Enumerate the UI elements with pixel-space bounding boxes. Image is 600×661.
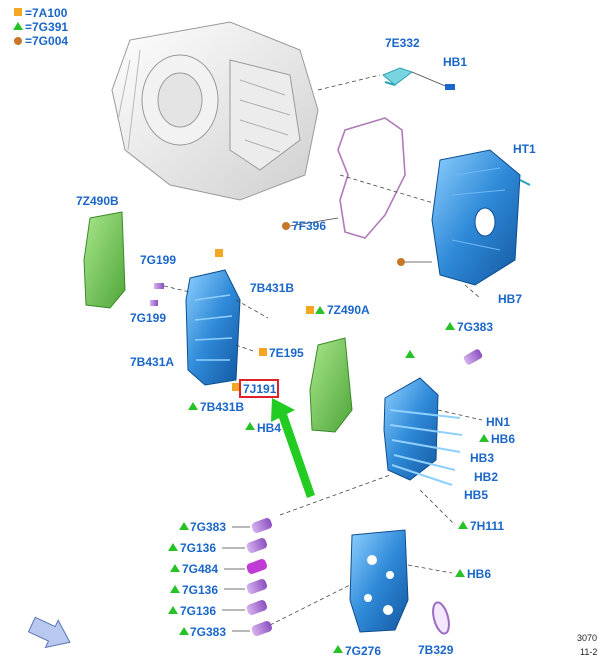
marker-triangle-icon [168,606,178,614]
marker-triangle-icon [245,422,255,430]
solenoid-7G199-upper [154,283,164,289]
label-7G484: 7G484 [182,562,218,576]
marker-triangle-icon [188,402,198,410]
label-HB1: HB1 [443,55,467,69]
label-HB6-lower: HB6 [467,567,491,581]
marker-triangle-icon [333,645,343,653]
label-HB3: HB3 [470,451,494,465]
label-7B431A: 7B431A [130,355,174,369]
label-7J191: 7J191 [243,382,277,396]
legend-square-code: =7A100 [25,6,68,20]
label-7G199-upper: 7G199 [140,253,176,267]
label-HB7: HB7 [498,292,522,306]
label-7Z490B: 7Z490B [76,194,119,208]
label-7B431B-upper: 7B431B [250,281,294,295]
solenoid-7G484 [246,559,267,574]
view-direction-arrow-icon [27,616,71,649]
label-HB2: HB2 [474,470,498,484]
marker-triangle-icon [458,521,468,529]
label-7G383-a: 7G383 [190,520,226,534]
solenoid-7G136-a [246,538,267,553]
reference-code-line2: 11-2 [580,647,597,657]
marker-square-icon [306,306,314,314]
solenoid-7G383-top [463,349,483,365]
label-7E332: 7E332 [385,36,420,50]
label-HB6-upper: HB6 [491,432,515,446]
label-7B431B-lower: 7B431B [200,400,244,414]
label-7E195: 7E195 [269,346,304,360]
label-HT1: HT1 [513,142,536,156]
marker-triangle-icon [455,569,465,577]
reference-code-line1: 3070 [577,633,597,643]
legend-circle-icon [14,37,22,45]
label-7G199-lower: 7G199 [130,311,166,325]
marker-square-icon [215,249,223,257]
main-valve-body [383,350,463,486]
solenoid-7G199-lower [150,300,158,306]
marker-triangle-icon [179,522,189,530]
marker-triangle-icon [170,585,180,593]
pipe-7E332 [382,67,455,90]
separator-plate-7Z490A [309,337,353,433]
separator-plate-7Z490B [83,211,126,309]
solenoid-7G136-c [246,600,267,615]
label-HN1: HN1 [486,415,510,429]
label-7G383-b: 7G383 [190,625,226,639]
legend: =7A100 =7G391 =7G004 [13,6,68,48]
label-7Z490A: 7Z490A [327,303,370,317]
label-7G136-a: 7G136 [180,541,216,555]
legend-triangle-code: =7G391 [25,20,68,34]
solenoid-7G383-b [251,621,272,636]
label-7G136-b: 7G136 [182,583,218,597]
label-7F396: 7F396 [292,219,326,233]
label-7G383-top: 7G383 [457,320,493,334]
marker-triangle-icon [168,543,178,551]
legend-circle-code: =7G004 [25,34,68,48]
solenoid-7G383-a [251,518,272,533]
solenoid-7G136-b [246,579,267,594]
label-7B329: 7B329 [418,643,454,657]
marker-circle-icon [397,258,405,266]
upper-valve-body [185,269,241,386]
lower-plate-7G276 [349,529,409,633]
label-HB5: HB5 [464,488,488,502]
marker-triangle-icon [445,322,455,330]
label-7G136-c: 7G136 [180,604,216,618]
marker-triangle-icon [179,627,189,635]
gasket-7F396 [337,117,406,239]
marker-square-icon [259,348,267,356]
marker-circle-icon [282,222,290,230]
transmission-case-illustration [111,21,319,201]
seal-7B329 [432,601,450,635]
highlight-box-7J191 [239,379,279,398]
label-7H111: 7H111 [470,519,504,533]
legend-triangle-icon [13,22,23,30]
label-HB4: HB4 [257,421,281,435]
marker-square-icon [232,383,240,391]
marker-triangle-icon [170,564,180,572]
marker-triangle-icon [315,306,325,314]
marker-triangle-icon [479,434,489,442]
legend-square-icon [14,8,22,16]
indicator-arrow-icon [271,398,315,498]
label-7G276: 7G276 [345,644,381,658]
oil-pan-cover [431,149,521,286]
